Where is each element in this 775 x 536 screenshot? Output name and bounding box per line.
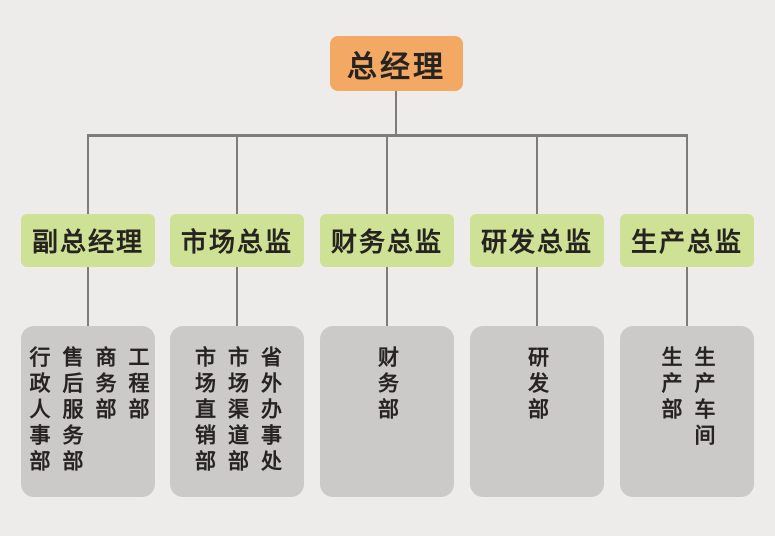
node-production-director: 生产总监 [620,214,754,267]
node-general-manager: 总经理 [330,36,463,91]
dept-rnd: 研发部 [525,346,549,424]
dept-out-of-province-offices: 省外办事处 [258,346,282,476]
connector-drop [236,135,238,214]
dept-group-production-director: 生产车间 生产部 [620,326,754,497]
dept-group-marketing-director: 省外办事处 市场渠道部 市场直销部 [170,326,304,497]
connector-drop [87,135,89,214]
node-deputy-general-manager: 副总经理 [21,214,155,267]
dept-engineering: 工程部 [126,346,149,424]
dept-group-rnd-director: 研发部 [470,326,604,497]
dept-finance: 财务部 [375,346,399,424]
dept-production: 生产部 [659,346,682,424]
connector-drop [536,135,538,214]
connector-dept-drop [386,267,388,326]
dept-columns: 生产车间 生产部 [654,346,720,450]
dept-production-workshop: 生产车间 [692,346,715,450]
node-finance-director: 财务总监 [320,214,454,267]
dept-columns: 财务部 [371,346,404,424]
dept-market-direct-sales: 市场直销部 [192,346,216,476]
connector-dept-drop [236,267,238,326]
connector-drop [686,135,688,214]
dept-columns: 工程部 商务部 售后服务部 行政人事部 [22,346,154,476]
dept-after-sales-service: 售后服务部 [60,346,83,476]
dept-columns: 省外办事处 市场渠道部 市场直销部 [188,346,287,476]
dept-columns: 研发部 [521,346,554,424]
connector-dept-drop [536,267,538,326]
dept-group-finance-director: 财务部 [320,326,454,497]
dept-commerce: 商务部 [93,346,116,424]
dept-market-channel: 市场渠道部 [225,346,249,476]
node-rnd-director: 研发总监 [470,214,604,267]
connector-dept-drop [87,267,89,326]
dept-admin-hr: 行政人事部 [27,346,50,476]
connector-dept-drop [686,267,688,326]
dept-group-deputy-general-manager: 工程部 商务部 售后服务部 行政人事部 [21,326,155,497]
connector-root-stub [395,91,397,137]
connector-drop [386,135,388,214]
node-marketing-director: 市场总监 [170,214,304,267]
